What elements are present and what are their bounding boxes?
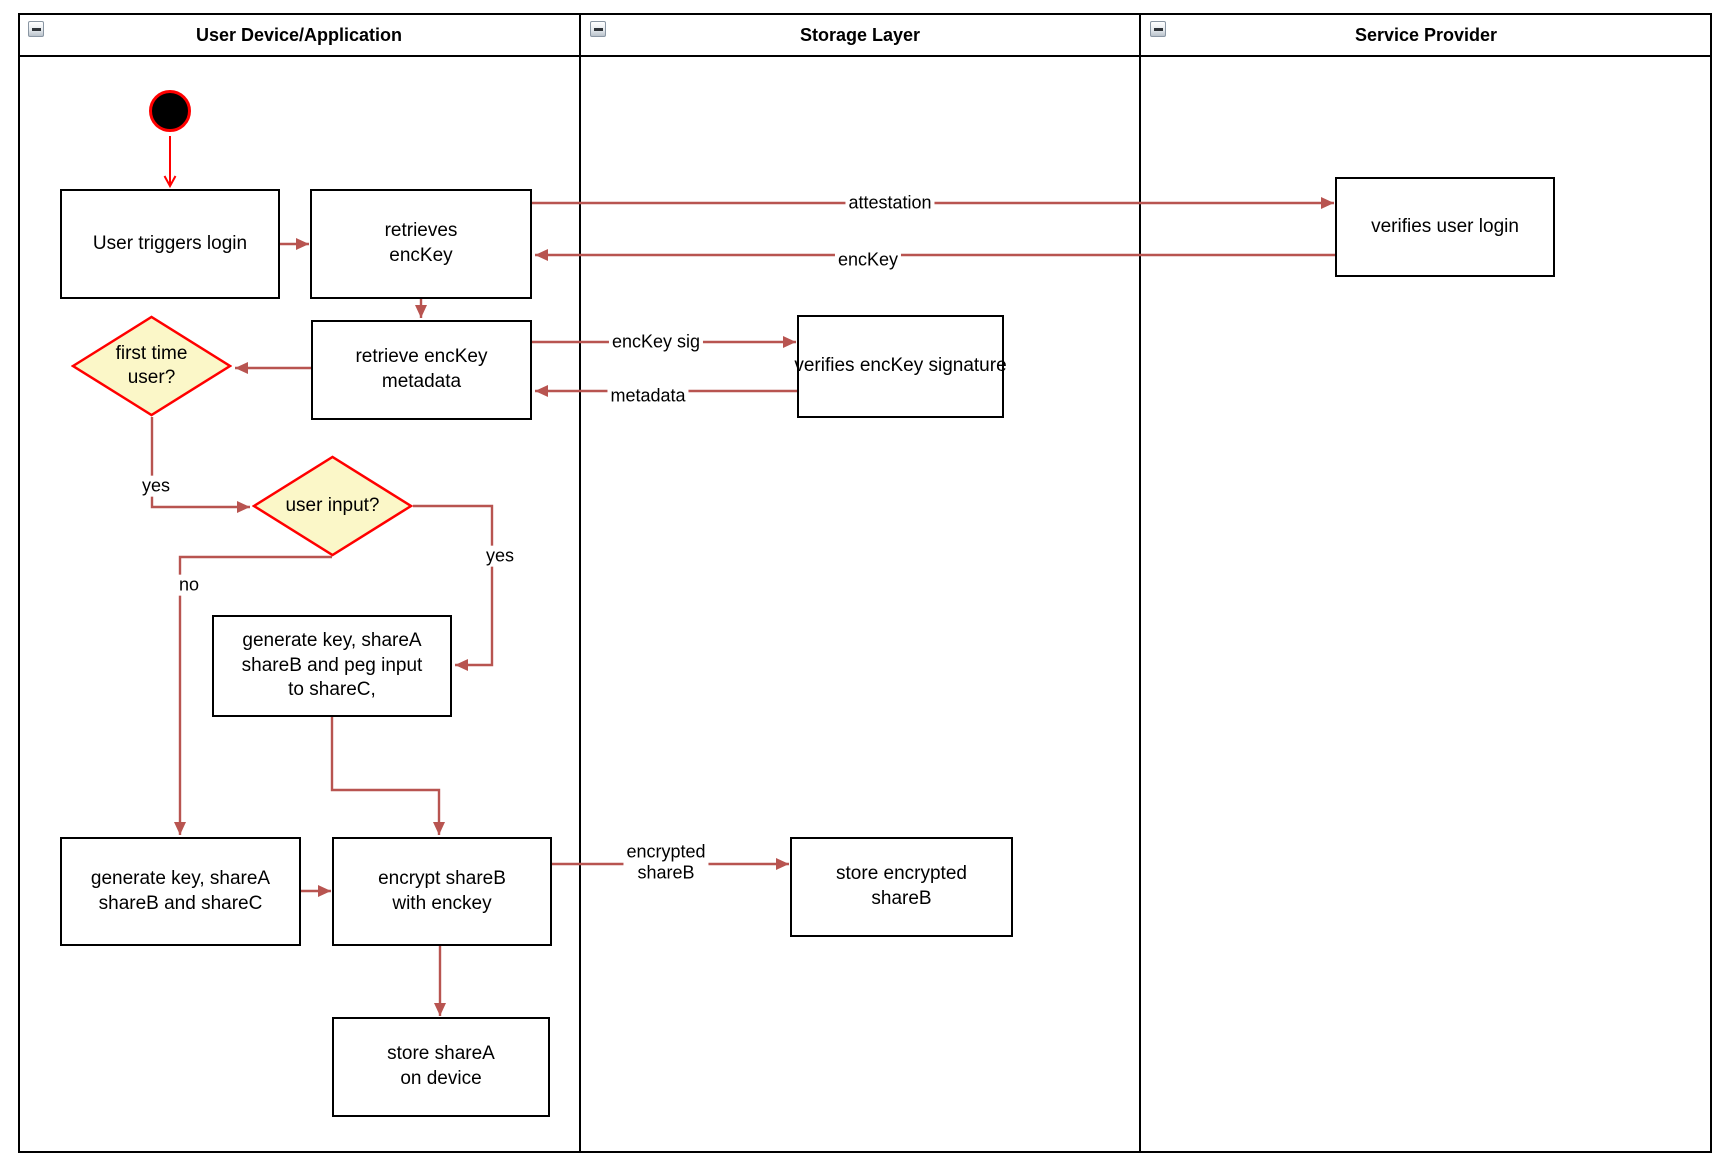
diamond-shape bbox=[252, 455, 413, 557]
diamond-shape bbox=[71, 315, 232, 417]
node-label: encrypt shareB with enckey bbox=[378, 867, 506, 914]
node-label: verifies encKey signature bbox=[794, 355, 1007, 377]
lane-divider-1 bbox=[579, 13, 581, 1153]
collapse-lane-button[interactable] bbox=[1150, 21, 1166, 37]
node-label: store shareA on device bbox=[387, 1043, 495, 1089]
edge-user-input-no bbox=[174, 555, 332, 835]
node-store-encrypted-shareb: store encrypted shareB bbox=[790, 837, 1013, 937]
node-store-sharea: store shareA on device bbox=[332, 1017, 550, 1117]
node-generate-key-shares: generate key, shareA shareB and shareC bbox=[60, 837, 301, 946]
node-verifies-enckey-signature: verifies encKey signature bbox=[794, 315, 1007, 418]
collapse-lane-button[interactable] bbox=[28, 21, 44, 37]
edge-first-time-yes bbox=[150, 417, 250, 513]
lane-header-user-device: User Device/Application bbox=[195, 24, 403, 45]
node-retrieves-enckey: retrieves encKey bbox=[310, 189, 532, 299]
edge-label-no-user-input: no bbox=[175, 574, 203, 596]
node-label: verifies user login bbox=[1371, 215, 1519, 237]
node-label: first time user? bbox=[115, 343, 188, 388]
edge-label-enckey-sig: encKey sig bbox=[608, 331, 704, 353]
minus-icon bbox=[1153, 27, 1163, 31]
minus-icon bbox=[593, 27, 603, 31]
edge-peg-to-encrypt bbox=[330, 717, 445, 835]
node-user-input-decision: user input? bbox=[252, 455, 413, 557]
edge-label-yes-first-time: yes bbox=[138, 475, 174, 497]
lane-header-storage-layer: Storage Layer bbox=[799, 24, 921, 45]
collapse-lane-button[interactable] bbox=[590, 21, 606, 37]
edge-label-yes-user-input: yes bbox=[482, 545, 518, 567]
node-label: retrieves encKey bbox=[384, 220, 458, 266]
node-generate-key-peg-input: generate key, shareA shareB and peg inpu… bbox=[212, 615, 452, 717]
edge-label-encrypted-shareb: encrypted shareB bbox=[623, 841, 709, 883]
start-node bbox=[149, 90, 191, 132]
diagram-outer-frame bbox=[18, 13, 1712, 1153]
node-user-triggers-login: User triggers login bbox=[60, 189, 280, 299]
lane-header-divider bbox=[18, 55, 1712, 57]
edge-user-input-yes bbox=[413, 504, 494, 671]
node-label: user input? bbox=[285, 495, 380, 517]
node-verifies-user-login: verifies user login bbox=[1335, 177, 1555, 277]
node-label: generate key, shareA shareB and peg inpu… bbox=[241, 629, 423, 701]
node-encrypt-shareb: encrypt shareB with enckey bbox=[332, 837, 552, 946]
edge-label-enckey: encKey bbox=[834, 249, 902, 271]
edge-label-metadata: metadata bbox=[607, 385, 689, 407]
node-retrieve-enckey-metadata: retrieve encKey metadata bbox=[311, 320, 532, 420]
edge-label-attestation: attestation bbox=[845, 192, 935, 214]
node-label: User triggers login bbox=[92, 232, 248, 254]
lane-divider-2 bbox=[1139, 13, 1141, 1153]
node-label: store encrypted shareB bbox=[836, 863, 967, 909]
node-label: generate key, shareA shareB and shareC bbox=[90, 867, 271, 914]
minus-icon bbox=[31, 27, 41, 31]
node-first-time-user-decision: first time user? bbox=[71, 315, 232, 417]
lane-header-service-provider: Service Provider bbox=[1354, 24, 1498, 45]
node-label: retrieve encKey metadata bbox=[355, 346, 488, 392]
